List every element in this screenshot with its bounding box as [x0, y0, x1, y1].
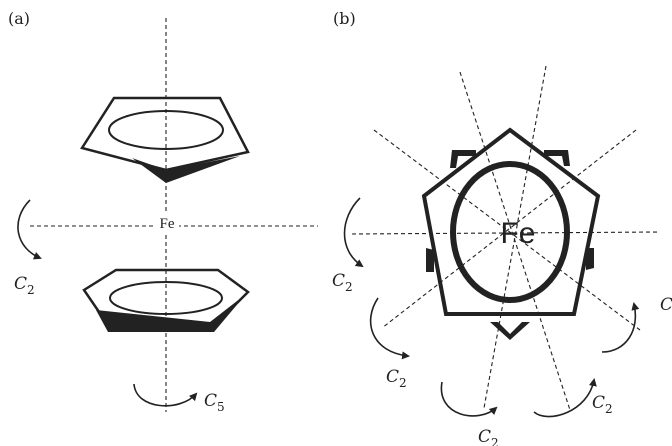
- c2-axis-label-left: C2: [332, 271, 353, 294]
- c2-rotation-arrow-lower-left: [369, 297, 410, 360]
- fe-atom-label: Fe: [160, 216, 175, 232]
- panel-a: (a) Fe C2 C5: [8, 9, 318, 414]
- aromatic-ring: [450, 161, 570, 303]
- c5-axis-label: C5: [204, 391, 225, 414]
- c2-axis-label-right: C: [660, 295, 672, 315]
- back-cp-ring: [426, 150, 594, 340]
- top-cp-ring: [80, 96, 250, 183]
- panel-a-label: (a): [8, 9, 30, 28]
- c2-axes-lines: [351, 65, 661, 411]
- c2-axis-label: C2: [14, 274, 35, 297]
- c5-rotation-arrow: [133, 383, 198, 407]
- fe-atom-label: Fe: [500, 217, 535, 250]
- c2-axis-label-lower-left: C2: [386, 367, 407, 390]
- c2-rotation-arrow-bottom: [440, 381, 498, 417]
- c2-rotation-arrow-left: [343, 197, 364, 268]
- panel-b-label: (b): [333, 9, 356, 28]
- c2-rotation-arrow-right: [601, 302, 640, 353]
- c2-axis-label-bottom: C2: [478, 427, 499, 446]
- front-cp-ring: [421, 127, 601, 316]
- c2-rotation-arrow: [17, 199, 42, 260]
- c2-rotation-arrow-bottom-right: [533, 378, 597, 418]
- panel-b: (b) Fe C2 C2 C2 C2: [332, 9, 672, 446]
- c2-axis-label-bottom-right: C2: [592, 393, 613, 416]
